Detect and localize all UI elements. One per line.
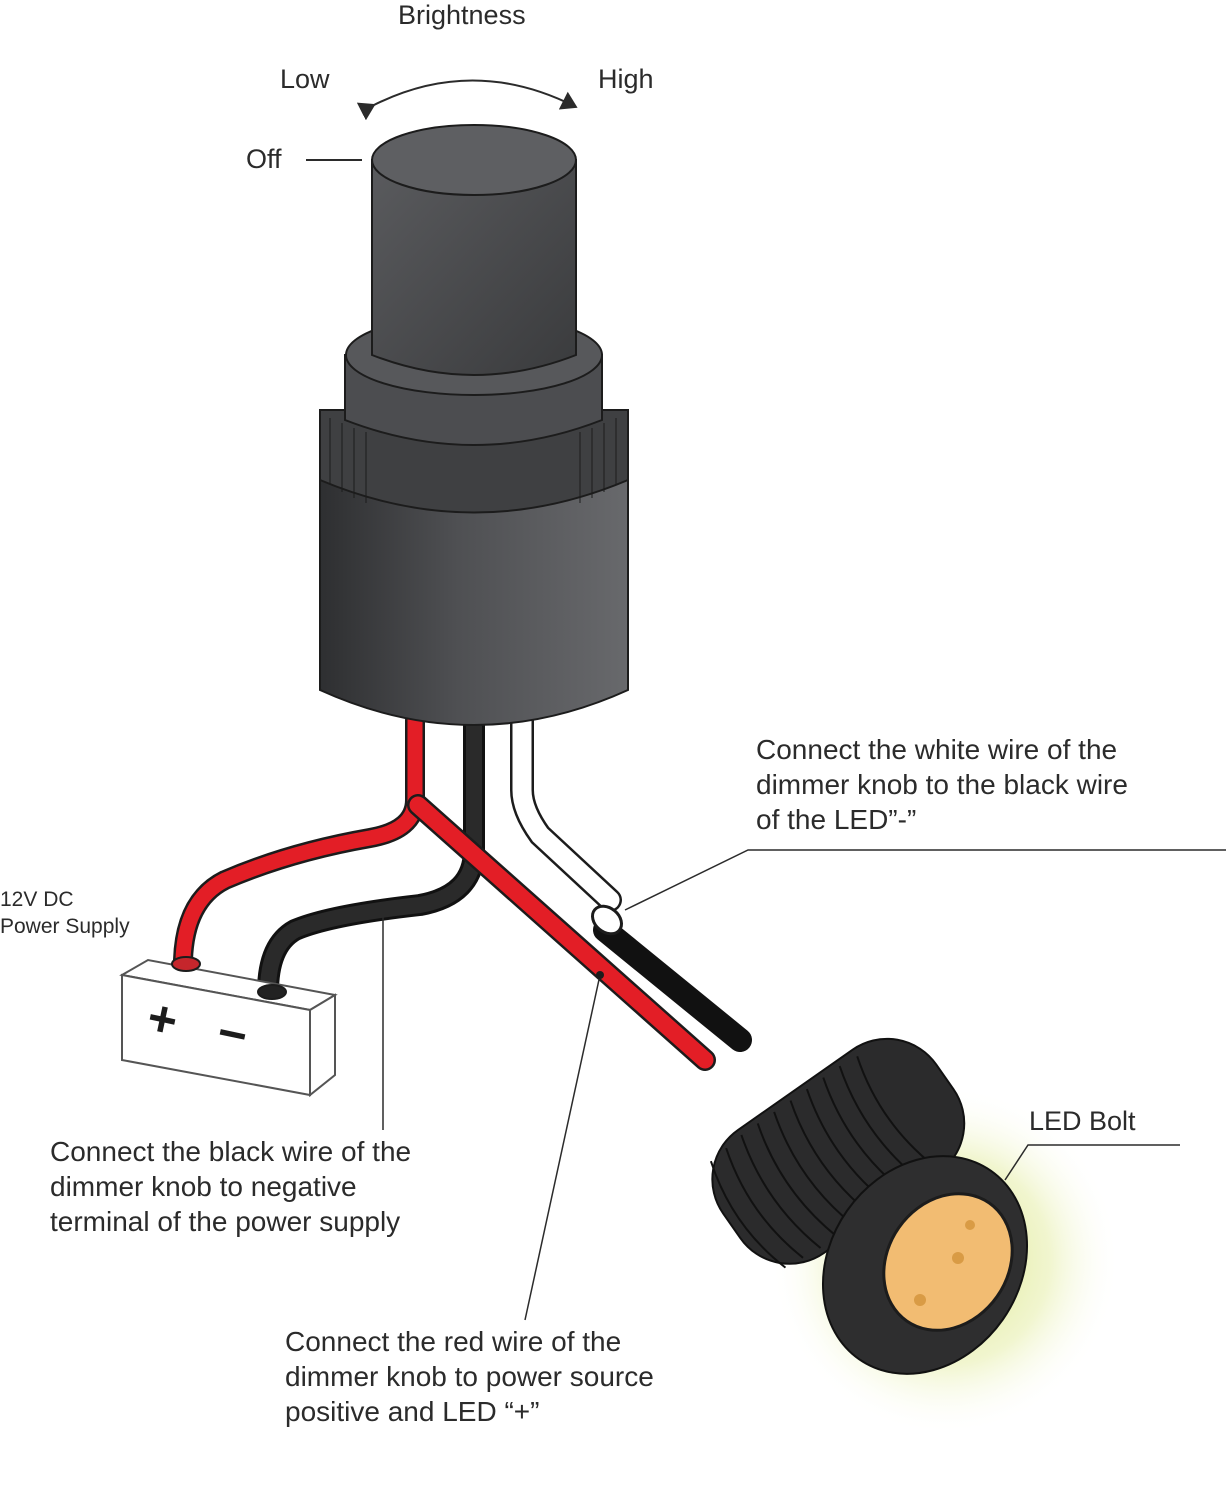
red-wire-note-line3: positive and LED “+” [285, 1396, 540, 1427]
red-wire-note: Connect the red wire of the dimmer knob … [285, 1324, 654, 1429]
white-wire [510, 708, 622, 912]
negative-terminal [257, 984, 287, 1000]
power-supply-line1: 12V DC [0, 888, 74, 911]
battery [119, 956, 338, 1098]
white-wire-note: Connect the white wire of the dimmer kno… [756, 732, 1128, 837]
power-supply-line2: Power Supply [0, 915, 130, 938]
knob-shaft [371, 159, 577, 376]
white-wire-note-line3: of the LED”-” [756, 804, 917, 835]
off-label: Off [246, 144, 282, 174]
rotation-arrow-icon [356, 79, 578, 121]
low-label: Low [280, 64, 330, 94]
led-black-wire [591, 904, 752, 1052]
dimmer-knob [319, 124, 629, 726]
white-wire-note-line2: dimmer knob to the black wire [756, 769, 1128, 800]
black-wire-note: Connect the black wire of the dimmer kno… [50, 1134, 411, 1239]
red-wire-to-battery [173, 710, 425, 970]
black-wire-to-battery [257, 709, 485, 1003]
positive-terminal [171, 956, 201, 972]
black-wire-note-line1: Connect the black wire of the [50, 1136, 412, 1167]
high-label: High [598, 64, 654, 94]
power-supply-label: 12V DC Power Supply [0, 886, 130, 940]
brightness-label: Brightness [398, 0, 526, 30]
red-wire-note-line2: dimmer knob to power source [285, 1361, 654, 1392]
led-bolt-label: LED Bolt [1029, 1106, 1136, 1136]
red-wire-to-led [407, 794, 716, 1071]
white-wire-leader [624, 849, 1226, 911]
white-wire-note-line1: Connect the white wire of the [756, 734, 1118, 765]
led-bolt [709, 1037, 1029, 1375]
red-wire-note-line1: Connect the red wire of the [285, 1326, 622, 1357]
led-leader [1004, 1144, 1180, 1181]
knob-top [371, 124, 577, 196]
black-wire-note-line3: terminal of the power supply [50, 1206, 401, 1237]
black-wire-note-line2: dimmer knob to negative [50, 1171, 357, 1202]
red-wire-leader [524, 974, 601, 1321]
